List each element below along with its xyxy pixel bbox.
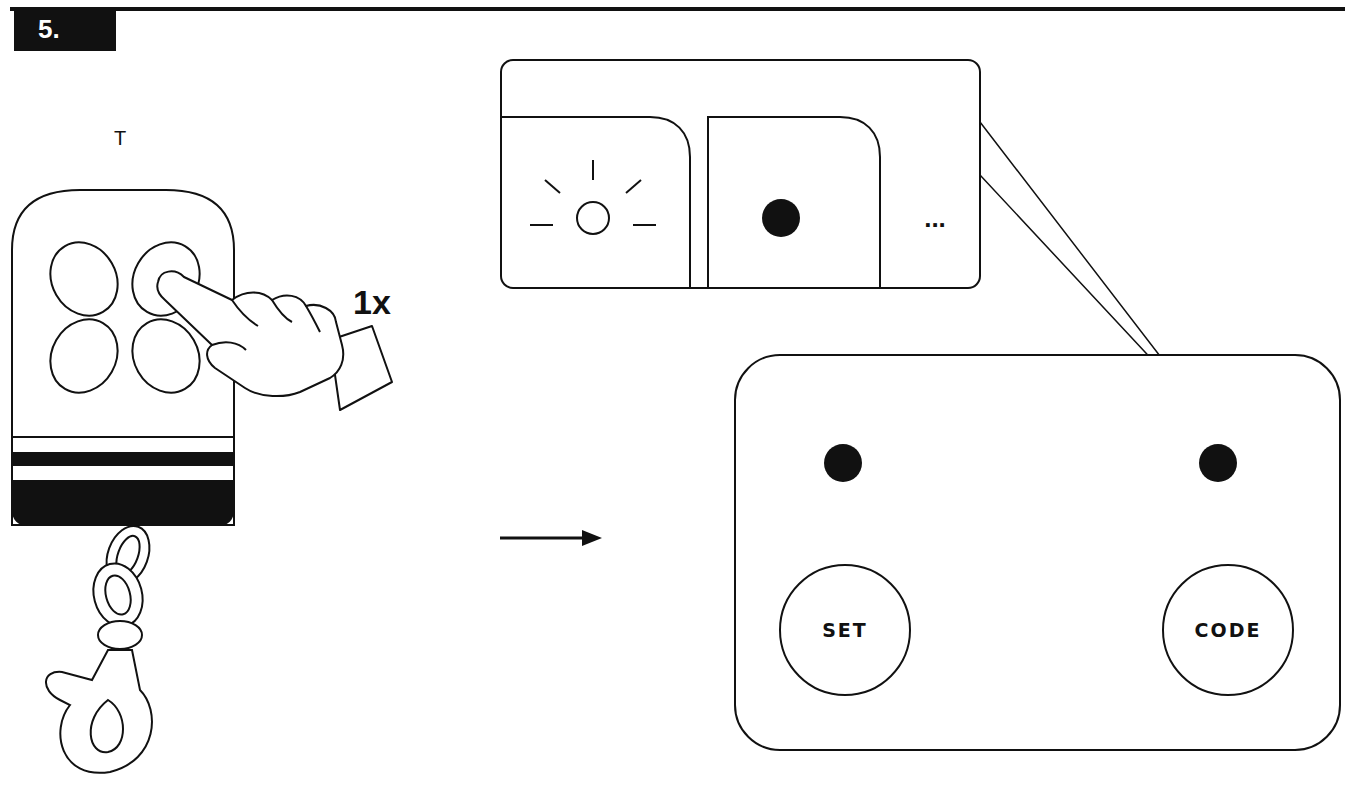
keyring [46, 520, 157, 773]
button-label: SET [822, 619, 868, 641]
remote-label: T [114, 127, 126, 150]
pressing-hand [157, 271, 392, 410]
set-button: SET [778, 563, 912, 697]
flow-arrow [500, 530, 602, 546]
code-button: CODE [1161, 563, 1295, 697]
led-callout [501, 60, 980, 288]
step-number: 5. [38, 14, 60, 45]
header-rule [10, 7, 1345, 11]
led-blinking-icon [530, 160, 656, 234]
more-states: ... [924, 203, 946, 234]
press-count: 1x [353, 283, 391, 322]
button-circle [780, 565, 910, 695]
button-circle [1163, 565, 1293, 695]
receiver-panel [735, 355, 1340, 750]
led [824, 444, 862, 482]
led [1199, 444, 1237, 482]
button-label: CODE [1195, 619, 1262, 641]
remote-control [12, 190, 234, 526]
step-badge [14, 11, 116, 51]
led-on-icon [762, 199, 800, 237]
